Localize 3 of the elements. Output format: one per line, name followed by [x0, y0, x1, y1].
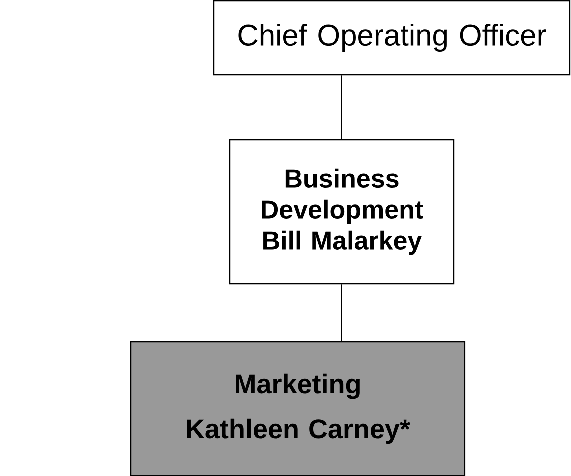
org-box: Marketing Kathleen Carney* — [130, 341, 466, 476]
org-box: Business Development Bill Malarkey — [229, 139, 455, 285]
org-box: Chief Operating Officer — [213, 0, 571, 76]
